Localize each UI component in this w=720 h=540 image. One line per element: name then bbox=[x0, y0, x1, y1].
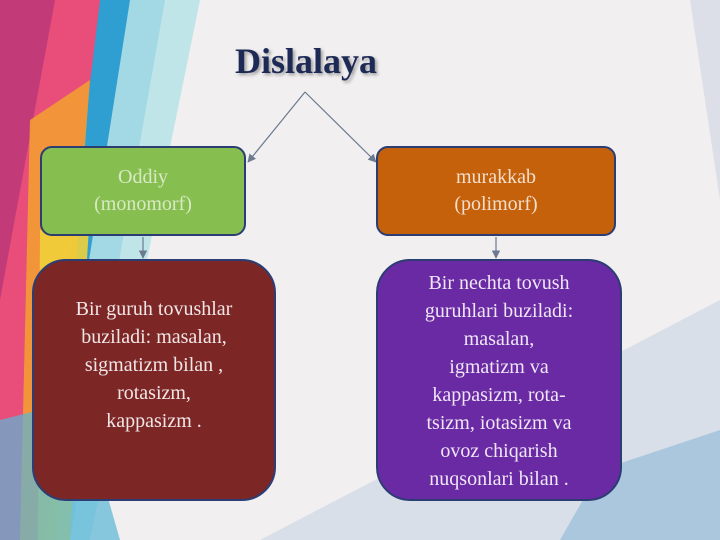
monomorf-label: (monomorf) bbox=[94, 193, 192, 215]
polimorf-label: (polimorf) bbox=[454, 193, 538, 215]
murakkab-description-box: Bir nechta tovush guruhlari buziladi: ma… bbox=[376, 259, 622, 501]
oddiy-label: Oddiy bbox=[118, 166, 168, 188]
description-line: buziladi: masalan, bbox=[81, 326, 227, 348]
description-line: Bir guruh tovushlar bbox=[75, 298, 233, 320]
description-line: rotasizm, bbox=[117, 382, 191, 404]
description-line: masalan, bbox=[463, 328, 535, 350]
murakkab-box: murakkab (polimorf) bbox=[376, 146, 616, 236]
diagram-title: Dislalaya bbox=[234, 41, 377, 81]
description-line: ovoz chiqarish bbox=[440, 440, 558, 462]
description-line: tsizm, iotasizm va bbox=[426, 412, 572, 434]
murakkab-label: murakkab bbox=[456, 166, 536, 188]
oddiy-description-box: Bir guruh tovushlar buziladi: masalan, s… bbox=[32, 259, 276, 501]
description-line: guruhlari buziladi: bbox=[424, 300, 574, 322]
description-line: kappasizm . bbox=[106, 410, 202, 432]
description-line: Bir nechta tovush bbox=[428, 272, 570, 294]
description-line: kappasizm, rota- bbox=[432, 384, 566, 406]
description-line: nuqsonlari bilan . bbox=[429, 468, 569, 490]
oddiy-box: Oddiy (monomorf) bbox=[40, 146, 246, 236]
description-line: sigmatizm bilan , bbox=[84, 354, 224, 376]
description-line: igmatizm va bbox=[449, 356, 549, 378]
